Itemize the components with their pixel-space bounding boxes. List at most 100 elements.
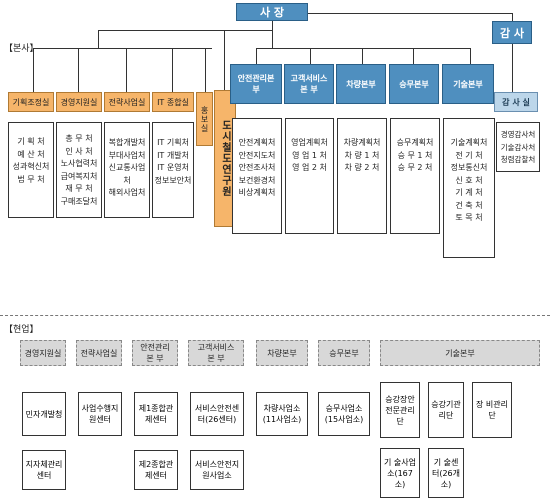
safety-items: 안전계획처 안전지도처 안전조사처 보건환경처 비상계획처 <box>232 118 282 234</box>
field-header-strategy: 전략사업실 <box>76 340 122 366</box>
list-item: 정보보안처 <box>154 175 192 185</box>
field-header-customer-service: 고객서비스본 부 <box>188 340 244 366</box>
list-item: 영 업 1 처 <box>292 150 327 160</box>
list-item: 인 사 처 <box>65 146 93 156</box>
connector <box>172 48 173 92</box>
list-item: 차량계획처 <box>343 138 381 147</box>
connector <box>300 13 512 14</box>
unit-planning: 기획조정실 <box>8 92 54 112</box>
connector <box>98 30 99 48</box>
list-item: 승무계획처 <box>396 138 434 147</box>
list-item: 비상계획처 <box>238 188 276 197</box>
unit-crew: 승무본부 <box>389 64 439 104</box>
list-item: 영업계획처 <box>291 138 328 147</box>
list-item: 노사협력처 <box>60 159 98 168</box>
crew-items: 승무계획처 승 무 1 처 승 무 2 처 <box>390 118 440 234</box>
field-header-technology: 기술본부 <box>380 340 540 366</box>
field-box: 민자개발청 <box>22 392 66 436</box>
unit-it: IT 종합실 <box>152 92 194 112</box>
list-item: 복합개발처 <box>108 138 146 147</box>
list-item: 신교통사업처 <box>108 163 146 185</box>
field-header-crew: 승무본부 <box>318 340 370 366</box>
list-item: 승 무 2 처 <box>397 163 433 172</box>
list-item: 성과혁신처 <box>12 162 50 171</box>
list-item: 차 량 1 처 <box>344 150 380 160</box>
list-item: 토 목 처 <box>455 213 483 222</box>
auditor-box: 감 사 <box>492 21 532 44</box>
connector <box>98 30 273 31</box>
connector <box>256 48 257 64</box>
field-box: 지자체관리센터 <box>22 450 66 490</box>
connector <box>224 30 225 90</box>
field-box: 서비스안전센터(26센터) <box>190 392 244 436</box>
planning-items: 기 획 처 예 산 처 성과혁신처 법 무 처 <box>8 122 54 218</box>
unit-rolling-stock: 차량본부 <box>336 64 386 104</box>
list-item: 해외사업처 <box>108 188 146 197</box>
ceo-box: 사 장 <box>236 3 308 21</box>
field-box: 승강기관리단 <box>428 382 464 438</box>
audit-office-items: 경영감사처 기술감사처 청렴감찰처 <box>496 122 540 172</box>
list-item: IT 운영처 <box>157 163 189 172</box>
connector <box>205 48 206 92</box>
list-item: IT 기획처 <box>157 138 189 147</box>
field-box: 제2종합관제센터 <box>134 450 178 490</box>
field-header-rolling-stock: 차량본부 <box>256 340 308 366</box>
field-header-management: 경영지원실 <box>20 340 66 366</box>
field-box: 사업수행지원센터 <box>78 392 122 436</box>
list-item: 법 무 처 <box>17 174 45 184</box>
customer-service-items: 영업계획처 영 업 1 처 영 업 2 처 <box>285 118 334 234</box>
list-item: 기 계 처 <box>455 188 483 197</box>
unit-customer-service: 고객서비스본 부 <box>284 64 334 104</box>
management-items: 총 무 처 인 사 처 노사협력처 급여복지처 재 무 처 구매조달처 <box>56 122 102 218</box>
list-item: IT 개발처 <box>157 150 189 160</box>
field-box: 기 술사업소(167소) <box>380 448 420 498</box>
connector <box>272 31 273 48</box>
it-items: IT 기획처 IT 개발처 IT 운영처 정보보안처 <box>152 122 194 218</box>
list-item: 건 축 처 <box>455 200 483 210</box>
connector <box>362 48 363 64</box>
field-box: 제1종합관제센터 <box>134 392 178 436</box>
list-item: 안전지도처 <box>238 150 276 160</box>
connector <box>78 48 79 92</box>
field-box: 장 비관리단 <box>472 382 512 438</box>
field-header-safety: 안전관리본 부 <box>132 340 178 366</box>
list-item: 안전계획처 <box>238 138 276 147</box>
field-box: 승강장안전문관리단 <box>380 382 420 438</box>
pr-office: 홍보실 <box>196 92 213 146</box>
list-item: 영 업 2 처 <box>292 163 327 172</box>
technology-items: 기술계획처 전 기 처 정보통신처 신 호 처 기 계 처 건 축 처 토 목 … <box>443 118 495 258</box>
connector <box>33 48 212 49</box>
list-item: 부대사업처 <box>108 150 146 160</box>
field-box: 차량사업소(11사업소) <box>256 392 308 436</box>
connector <box>470 48 471 64</box>
list-item: 구매조달처 <box>60 196 98 206</box>
connector <box>512 13 513 21</box>
list-item: 기술계획처 <box>450 138 488 147</box>
rolling-stock-items: 차량계획처 차 량 1 처 차 량 2 처 <box>337 118 387 234</box>
list-item: 예 산 처 <box>17 149 45 159</box>
list-item: 안전조사처 <box>238 163 276 172</box>
connector <box>256 48 471 49</box>
list-item: 신 호 처 <box>455 175 483 185</box>
list-item: 재 무 처 <box>65 184 93 193</box>
connector <box>413 48 414 64</box>
list-item: 경영감사처 <box>500 130 536 139</box>
list-item: 보건환경처 <box>238 175 276 185</box>
list-item: 승 무 1 처 <box>397 150 433 160</box>
section-label-field: 【현업】 <box>4 325 39 335</box>
list-item: 기 획 처 <box>17 137 45 146</box>
list-item: 총 무 처 <box>65 134 93 143</box>
list-item: 전 기 처 <box>455 150 483 160</box>
list-item: 기술감사처 <box>500 142 536 152</box>
strategy-items: 복합개발처 부대사업처 신교통사업처 해외사업처 <box>104 122 150 218</box>
connector <box>126 48 127 92</box>
list-item: 차 량 2 처 <box>344 163 380 172</box>
field-box: 서비스안전지원사업소 <box>190 450 244 490</box>
audit-office: 감 사 실 <box>494 92 538 112</box>
unit-technology: 기술본부 <box>442 64 494 104</box>
unit-safety: 안전관리본 부 <box>230 64 282 104</box>
connector <box>272 21 273 31</box>
connector <box>310 48 311 64</box>
list-item: 정보통신처 <box>450 163 488 172</box>
field-box: 승무사업소(15사업소) <box>318 392 370 436</box>
